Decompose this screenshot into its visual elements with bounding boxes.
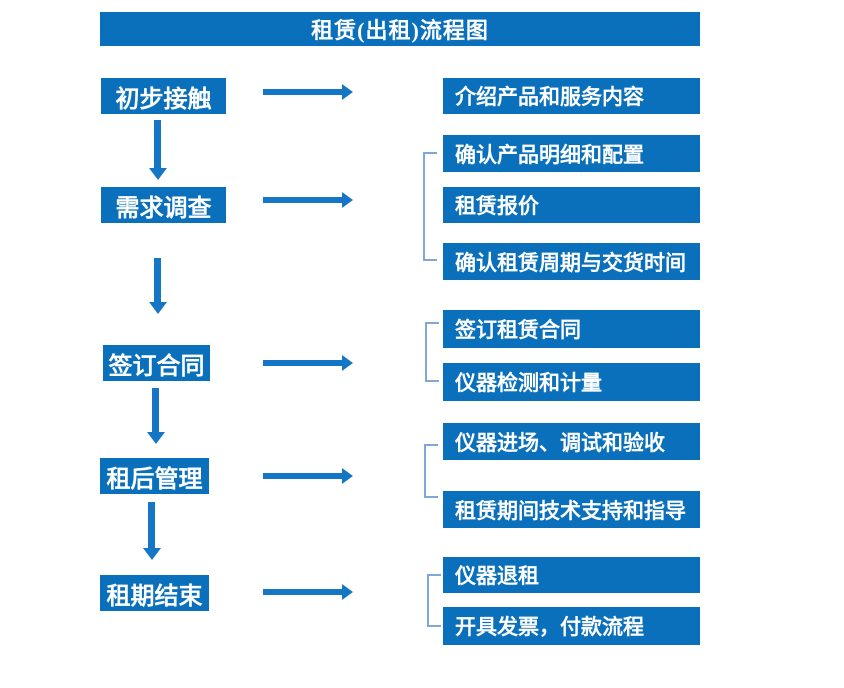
output-box-confirm-product-details: 确认产品明细和配置 [443, 135, 700, 172]
output-box-instrument-setup: 仪器进场、调试和验收 [443, 423, 700, 460]
down-arrow-icon [143, 502, 161, 560]
stage-box-sign-contract: 签订合同 [103, 345, 210, 381]
right-arrow-icon [263, 355, 353, 371]
output-box-invoice-payment: 开具发票，付款流程 [443, 607, 700, 645]
output-box-rental-quote: 租赁报价 [443, 187, 700, 223]
right-arrow-icon [263, 468, 353, 484]
output-box-confirm-rental-period: 确认租赁周期与交货时间 [443, 243, 700, 280]
flowchart-title: 租赁(出租)流程图 [100, 12, 700, 46]
right-arrow-icon [263, 84, 353, 100]
right-arrow-icon [263, 192, 353, 208]
group-bracket [423, 152, 437, 261]
output-box-instrument-testing: 仪器检测和计量 [443, 363, 700, 401]
group-bracket [425, 322, 439, 382]
stage-box-post-rental-management: 租后管理 [100, 458, 209, 494]
output-box-technical-support: 租赁期间技术支持和指导 [443, 491, 700, 528]
down-arrow-icon [147, 388, 165, 444]
stage-box-demand-survey: 需求调查 [101, 187, 226, 223]
down-arrow-icon [149, 120, 167, 180]
output-box-introduce-products: 介绍产品和服务内容 [443, 78, 700, 114]
output-box-instrument-return: 仪器退租 [443, 557, 700, 593]
right-arrow-icon [263, 584, 353, 600]
group-bracket [424, 444, 438, 498]
down-arrow-icon [149, 258, 167, 314]
stage-box-rental-end: 租期结束 [100, 575, 209, 611]
group-bracket [427, 574, 441, 627]
stage-box-initial-contact: 初步接触 [101, 78, 226, 114]
output-box-sign-rental-contract: 签订租赁合同 [443, 310, 700, 348]
